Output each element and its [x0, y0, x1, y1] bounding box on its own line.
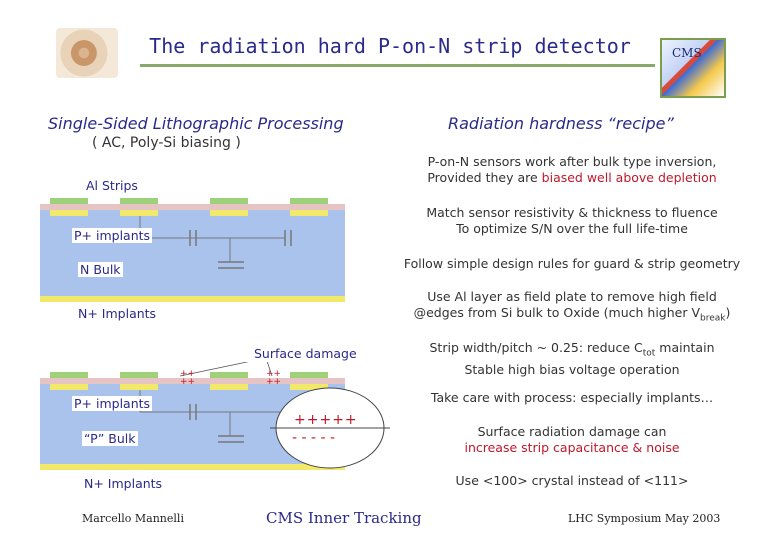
recipe-item-5-suffix: maintain — [655, 340, 715, 355]
recipe-item-2-line2: To optimize S/N over the full life-time — [456, 221, 688, 236]
recipe-item-5-line2: Stable high bias voltage operation — [464, 361, 680, 377]
oxide-layer — [40, 204, 345, 210]
recipe-item-1-line2: Provided they are — [427, 170, 542, 185]
recipe-item-1-line1: P-on-N sensors work after bulk type inve… — [427, 154, 717, 169]
recipe-item-5-line1: Strip width/pitch ~ 0.25: reduce C — [429, 340, 643, 355]
p-implants-label-1: P+ implants — [72, 228, 153, 243]
recipe-item-5: Strip width/pitch ~ 0.25: reduce Ctot ma… — [382, 340, 762, 378]
oxide-charge-right: ++ ++ — [266, 369, 282, 387]
recipe-item-7-line1: Surface radiation damage can — [477, 424, 667, 439]
positive-charges: +++++ — [294, 412, 358, 428]
recipe-item-8-line1: Use <100> crystal instead of <111> — [455, 473, 689, 488]
al-strip-4 — [290, 198, 328, 204]
cms-logo-icon: CMS — [660, 38, 726, 98]
al-strip-2 — [120, 198, 158, 204]
oxide-layer-2 — [40, 378, 345, 384]
recipe-item-7: Surface radiation damage can increase st… — [382, 424, 762, 456]
recipe-item-6-line1: Take care with process: especially impla… — [430, 390, 714, 405]
right-heading: Radiation hardness “recipe” — [448, 114, 674, 133]
al-strip-1 — [50, 198, 88, 204]
recipe-item-4-line2: @edges from Si bulk to Oxide (much highe… — [413, 305, 701, 320]
left-subheading: ( AC, Poly-Si biasing ) — [92, 135, 241, 151]
p-implant-2 — [120, 210, 158, 216]
recipe-item-1-highlight: biased well above depletion — [541, 170, 717, 185]
page-title: The radiation hard P-on-N strip detector — [149, 34, 631, 58]
n-plus-backplane — [40, 296, 345, 302]
recipe-item-4-suffix: ) — [725, 305, 731, 320]
n-implants-label-2: N+ Implants — [84, 476, 163, 491]
detector-cross-section-2 — [40, 362, 390, 470]
recipe-item-4-line1: Use Al layer as field plate to remove hi… — [427, 289, 717, 304]
recipe-item-4-sub: break — [700, 313, 726, 324]
n-bulk-region — [40, 210, 345, 296]
recipe-item-2: Match sensor resistivity & thickness to … — [382, 205, 762, 237]
recipe-item-7-line2: increase strip capacitance & noise — [464, 440, 680, 455]
recipe-item-3: Follow simple design rules for guard & s… — [382, 256, 762, 272]
n-bulk-label: N Bulk — [78, 262, 123, 277]
al-strips-label: Al Strips — [86, 178, 138, 193]
p-implant-3 — [210, 210, 248, 216]
footer-author: Marcello Mannelli — [82, 512, 184, 525]
recipe-item-5-sub: tot — [642, 348, 656, 359]
title-underline — [140, 64, 655, 67]
footer-event: LHC Symposium May 2003 — [568, 512, 721, 525]
recipe-item-2-line1: Match sensor resistivity & thickness to … — [426, 205, 718, 220]
n-implants-label-1: N+ Implants — [78, 306, 157, 321]
p-implant-4 — [290, 210, 328, 216]
detector-wafer-logo-icon — [56, 28, 118, 78]
recipe-item-1: P-on-N sensors work after bulk type inve… — [382, 154, 762, 186]
p-implants-label-2: P+ implants — [72, 396, 153, 411]
recipe-item-4: Use Al layer as field plate to remove hi… — [382, 289, 762, 327]
negative-charges: - - - - - — [292, 430, 336, 446]
footer-center: CMS Inner Tracking — [266, 509, 422, 527]
recipe-item-8: Use <100> crystal instead of <111> — [382, 473, 762, 489]
detector-cross-section-1 — [40, 198, 345, 302]
surface-damage-label: Surface damage — [254, 346, 357, 361]
oxide-charge-left: ++ ++ — [180, 369, 196, 387]
recipe-item-3-line1: Follow simple design rules for guard & s… — [403, 256, 741, 271]
al-strip-3 — [210, 198, 248, 204]
p-bulk-label: “P” Bulk — [82, 431, 138, 446]
left-heading: Single-Sided Lithographic Processing — [48, 114, 344, 133]
p-implant-1 — [50, 210, 88, 216]
recipe-item-6: Take care with process: especially impla… — [382, 390, 762, 406]
